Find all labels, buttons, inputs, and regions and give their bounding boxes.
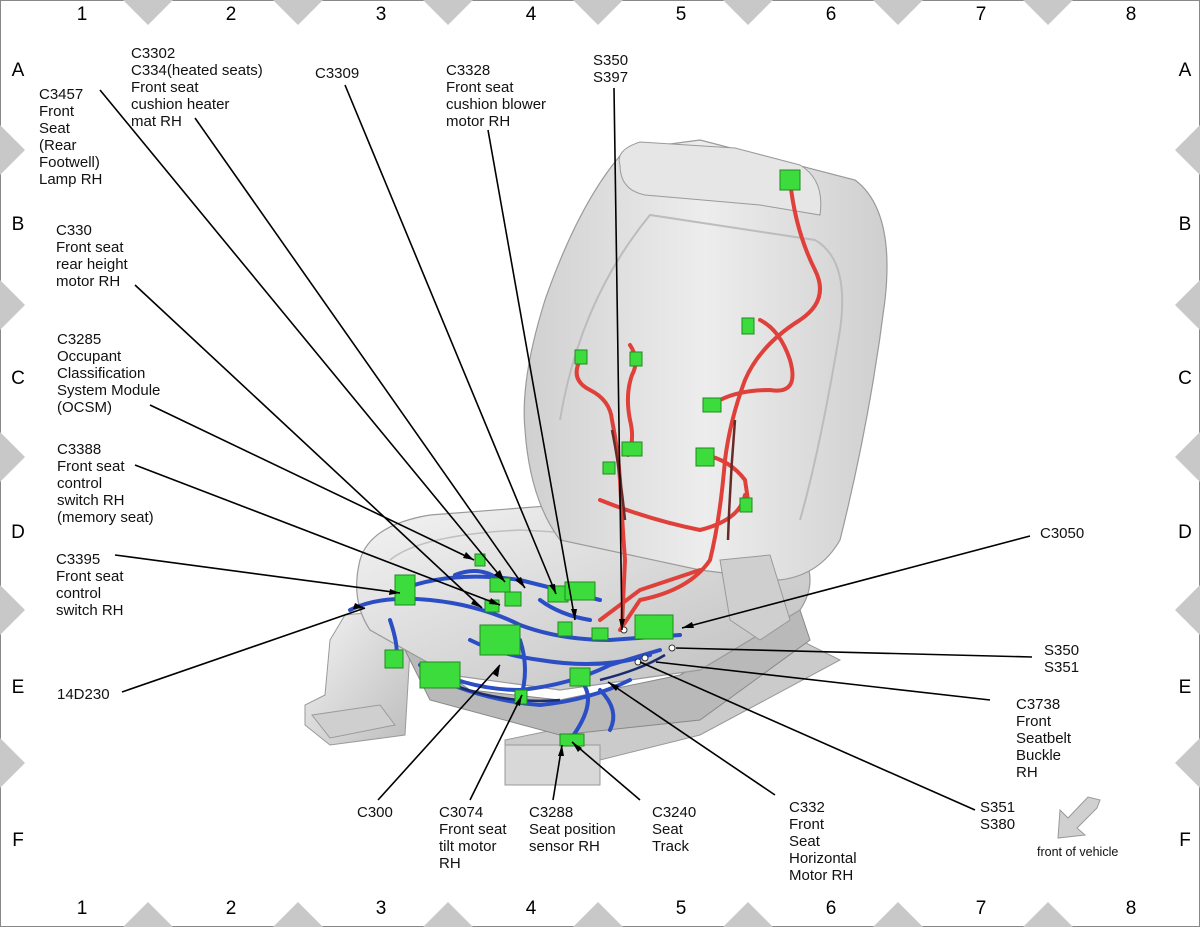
grid-row-b-right: B bbox=[1178, 214, 1192, 235]
grid-row-e-left: E bbox=[11, 677, 25, 698]
grid-col-3-top: 3 bbox=[375, 4, 387, 25]
callout-c3288: C3288 Seat position sensor RH bbox=[529, 804, 616, 855]
callout-s350-s397: S350 S397 bbox=[593, 52, 629, 86]
grid-col-2-top: 2 bbox=[225, 4, 237, 25]
callout-c3074: C3074 Front seat tilt motor RH bbox=[439, 804, 507, 872]
splice-points bbox=[620, 626, 676, 666]
grid-col-5-top: 5 bbox=[675, 4, 687, 25]
grid-row-c-left: C bbox=[11, 368, 25, 389]
grid-row-d-right: D bbox=[1178, 522, 1192, 543]
callout-c3388: C3388 Front seat control switch RH (memo… bbox=[57, 441, 154, 526]
callout-c332: C332 Front Seat Horizontal Motor RH bbox=[789, 799, 857, 884]
grid-row-a-right: A bbox=[1178, 60, 1192, 81]
grid-row-c-right: C bbox=[1178, 368, 1192, 389]
grid-col-4-bottom: 4 bbox=[525, 898, 537, 919]
grid-col-2-bottom: 2 bbox=[225, 898, 237, 919]
callout-c3302-c334: C3302 C334(heated seats) Front seat cush… bbox=[131, 45, 263, 130]
front-of-vehicle-arrow-icon bbox=[1057, 796, 1101, 839]
grid-row-a-left: A bbox=[11, 60, 25, 81]
callout-c3395: C3395 Front seat control switch RH bbox=[56, 551, 124, 619]
callout-14d230: 14D230 bbox=[57, 686, 110, 703]
leader-arrowheads bbox=[353, 552, 694, 756]
connectors bbox=[384, 169, 801, 747]
callout-c3240: C3240 Seat Track bbox=[652, 804, 697, 855]
callout-c3050: C3050 bbox=[1040, 525, 1085, 542]
grid-col-8-top: 8 bbox=[1125, 4, 1137, 25]
callout-s350-s351: S350 S351 bbox=[1044, 642, 1080, 676]
grid-col-8-bottom: 8 bbox=[1125, 898, 1137, 919]
grid-col-4-top: 4 bbox=[525, 4, 537, 25]
callout-c3457: C3457 Front Seat (Rear Footwell) Lamp RH bbox=[39, 86, 103, 188]
grid-row-d-left: D bbox=[11, 522, 25, 543]
callout-c330: C330 Front seat rear height motor RH bbox=[56, 222, 128, 290]
grid-col-7-top: 7 bbox=[975, 4, 987, 25]
grid-col-3-bottom: 3 bbox=[375, 898, 387, 919]
grid-col-1-top: 1 bbox=[76, 4, 88, 25]
callout-c300: C300 bbox=[357, 804, 393, 821]
callout-c3285-ocsm: C3285 Occupant Classification System Mod… bbox=[57, 331, 161, 416]
callout-c3738: C3738 Front Seatbelt Buckle RH bbox=[1016, 696, 1072, 781]
grid-row-f-left: F bbox=[12, 830, 24, 851]
grid-col-6-top: 6 bbox=[825, 4, 837, 25]
grid-row-b-left: B bbox=[11, 214, 25, 235]
callout-c3328: C3328 Front seat cushion blower motor RH bbox=[446, 62, 547, 130]
callout-s351-s380: S351 S380 bbox=[980, 799, 1016, 833]
grid-row-e-right: E bbox=[1178, 677, 1192, 698]
grid-col-1-bottom: 1 bbox=[76, 898, 88, 919]
callout-c3309: C3309 bbox=[315, 65, 360, 82]
leader-lines bbox=[99, 84, 1033, 811]
grid-col-7-bottom: 7 bbox=[975, 898, 987, 919]
grid-col-6-bottom: 6 bbox=[825, 898, 837, 919]
grid-row-f-right: F bbox=[1179, 830, 1191, 851]
grid-col-5-bottom: 5 bbox=[675, 898, 687, 919]
front-of-vehicle-label: front of vehicle bbox=[1037, 845, 1119, 859]
